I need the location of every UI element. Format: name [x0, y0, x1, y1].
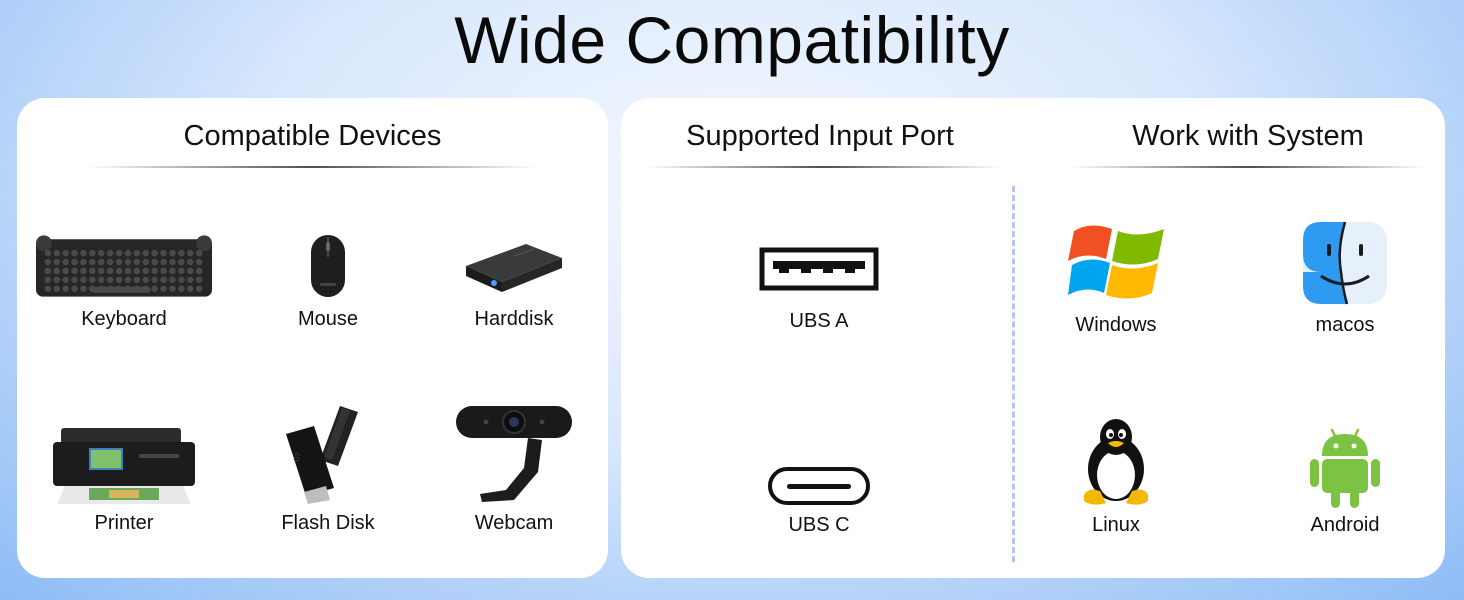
compatible-devices-panel: Compatible Devices Keyboard: [17, 98, 608, 578]
device-label: Webcam: [474, 512, 554, 534]
usb-a-port-icon: [729, 246, 909, 292]
device-label: Mouse: [297, 308, 359, 330]
webcam-icon: [424, 402, 604, 510]
supported-input-port-heading: Supported Input Port: [686, 120, 954, 152]
keyboard-icon: [34, 228, 214, 303]
printer-icon: [34, 426, 214, 506]
port-label: UBS C: [788, 514, 850, 536]
flash-disk-icon: DT: [238, 404, 418, 506]
port-label: UBS A: [789, 310, 849, 332]
device-label: Printer: [94, 512, 154, 534]
compatible-devices-heading: Compatible Devices: [183, 120, 442, 152]
supported-input-port-rule: [646, 166, 1001, 168]
system-label: Linux: [1092, 514, 1140, 536]
system-label: Android: [1310, 514, 1380, 536]
work-with-system-heading: Work with System: [1132, 120, 1364, 152]
linux-tux-icon: [1026, 416, 1206, 508]
windows-logo-icon: [1026, 216, 1206, 308]
svg-text:DT: DT: [293, 451, 303, 463]
android-robot-icon: [1255, 424, 1435, 510]
device-label: Flash Disk: [281, 512, 375, 534]
macos-finder-icon: [1255, 218, 1435, 308]
usb-c-port-icon: [729, 466, 909, 506]
page-title: Wide Compatibility: [454, 3, 1010, 77]
work-with-system-rule: [1071, 166, 1426, 168]
system-label: Windows: [1075, 314, 1157, 336]
device-label: Harddisk: [474, 308, 554, 330]
device-label: Keyboard: [81, 308, 167, 330]
ports-systems-panel: Supported Input Port Work with System UB…: [621, 98, 1445, 578]
compatible-devices-rule: [87, 166, 537, 168]
system-label: macos: [1315, 314, 1375, 336]
section-divider: [1012, 186, 1015, 562]
mouse-icon: [238, 228, 418, 303]
harddisk-icon: [424, 228, 604, 303]
